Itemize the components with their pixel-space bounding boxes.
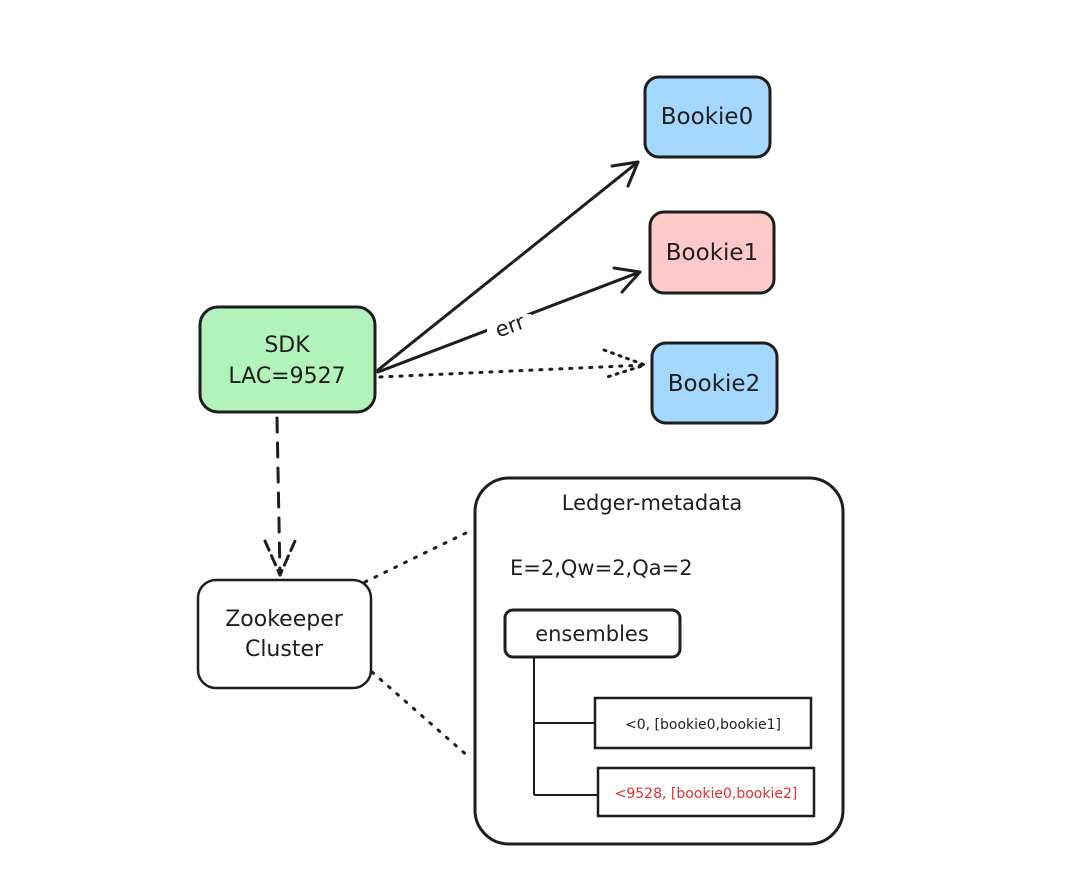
arrowhead-zookeeper	[263, 539, 297, 577]
bookie1-label: Bookie1	[666, 240, 758, 266]
bookie2-label: Bookie2	[668, 371, 760, 397]
sdk-label-line1: SDK	[264, 333, 310, 358]
zookeeper-label-line1: Zookeeper	[225, 607, 344, 632]
ledger-metadata-box	[473, 476, 845, 846]
ledger-metadata-panel[interactable]: Ledger-metadata E=2,Qw=2,Qa=2 ensembles …	[473, 476, 845, 846]
connector-zookeeper-metadata-bottom	[370, 670, 472, 760]
edge-sdk-to-zookeeper	[263, 416, 297, 577]
edge-sdk-to-bookie1: err	[376, 266, 642, 374]
arrowhead-bookie2	[602, 348, 647, 380]
node-sdk[interactable]: SDK LAC=9527	[198, 305, 377, 414]
connector-zookeeper-metadata-top	[363, 528, 474, 584]
node-bookie2[interactable]: Bookie2	[650, 341, 779, 425]
arrowhead-bookie0	[610, 160, 640, 188]
bookie0-label: Bookie0	[661, 104, 753, 130]
quorum-config: E=2,Qw=2,Qa=2	[510, 556, 693, 580]
sdk-box	[198, 305, 377, 414]
ensemble-entry[interactable]: <0, [bookie0,bookie1]	[593, 696, 813, 750]
ensemble-entry-text-highlight: <9528, [bookie0,bookie2]	[615, 786, 798, 802]
node-zookeeper[interactable]: Zookeeper Cluster	[196, 578, 373, 690]
edge-sdk-to-bookie2	[378, 348, 647, 380]
ensembles-box	[503, 608, 682, 659]
ensemble-entry-box	[596, 766, 816, 818]
bookie2-box	[650, 341, 779, 425]
zookeeper-label-line2: Cluster	[245, 637, 324, 662]
edge-sdk-to-bookie2-line	[378, 363, 647, 379]
bookie1-box	[648, 210, 776, 295]
node-bookie0[interactable]: Bookie0	[643, 75, 772, 159]
node-bookie1[interactable]: Bookie1	[648, 210, 776, 295]
ensemble-entry-text: <0, [bookie0,bookie1]	[625, 717, 781, 733]
arrowhead-bookie1	[612, 266, 642, 294]
ensembles-label: ensembles	[535, 622, 649, 646]
err-label-bg	[487, 314, 531, 338]
sdk-label-line2: LAC=9527	[228, 364, 345, 389]
ensemble-entry-box	[593, 696, 813, 750]
edge-sdk-to-bookie0	[376, 160, 640, 372]
edge-sdk-to-bookie0-line	[376, 160, 640, 372]
ledger-metadata-title: Ledger-metadata	[562, 491, 742, 515]
bookie0-box	[643, 75, 772, 159]
edge-sdk-to-zookeeper-line	[275, 416, 282, 577]
ensembles-node[interactable]: ensembles	[503, 608, 682, 659]
zookeeper-box	[196, 578, 373, 690]
ensemble-entry[interactable]: <9528, [bookie0,bookie2]	[596, 766, 816, 818]
